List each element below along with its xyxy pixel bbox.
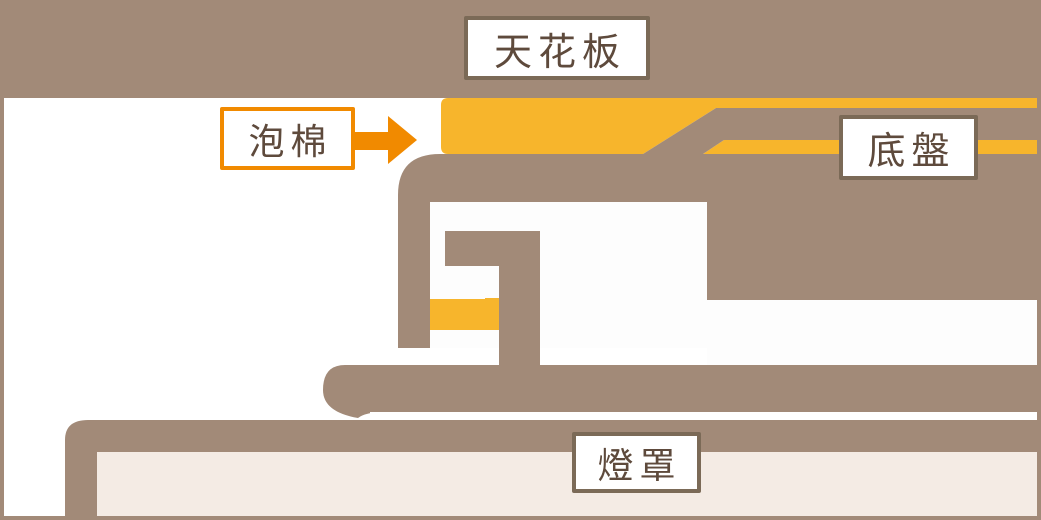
label-foam: 泡棉 [220,107,355,170]
label-ceiling: 天花板 [464,16,650,80]
arrow-right-icon [388,116,417,164]
foam-pad [430,299,499,330]
lamp-cover-shell [65,420,1037,516]
label-base-plate-text: 底盤 [867,129,956,173]
label-lamp-cover-text: 燈罩 [597,445,682,487]
label-foam-text: 泡棉 [248,121,333,163]
label-ceiling-text: 天花板 [493,29,626,74]
arrow-shaft [352,132,390,150]
lamp-cover-fill [97,452,1037,516]
label-base-plate: 底盤 [839,115,978,180]
base-channel-right [707,300,1037,365]
clip-bracket [445,231,540,365]
base-lower-arm [323,365,1037,418]
foam-pad-top [485,298,499,303]
label-lamp-cover: 燈罩 [572,432,701,493]
foam-strip [441,98,1037,154]
gap-line [370,412,1037,420]
